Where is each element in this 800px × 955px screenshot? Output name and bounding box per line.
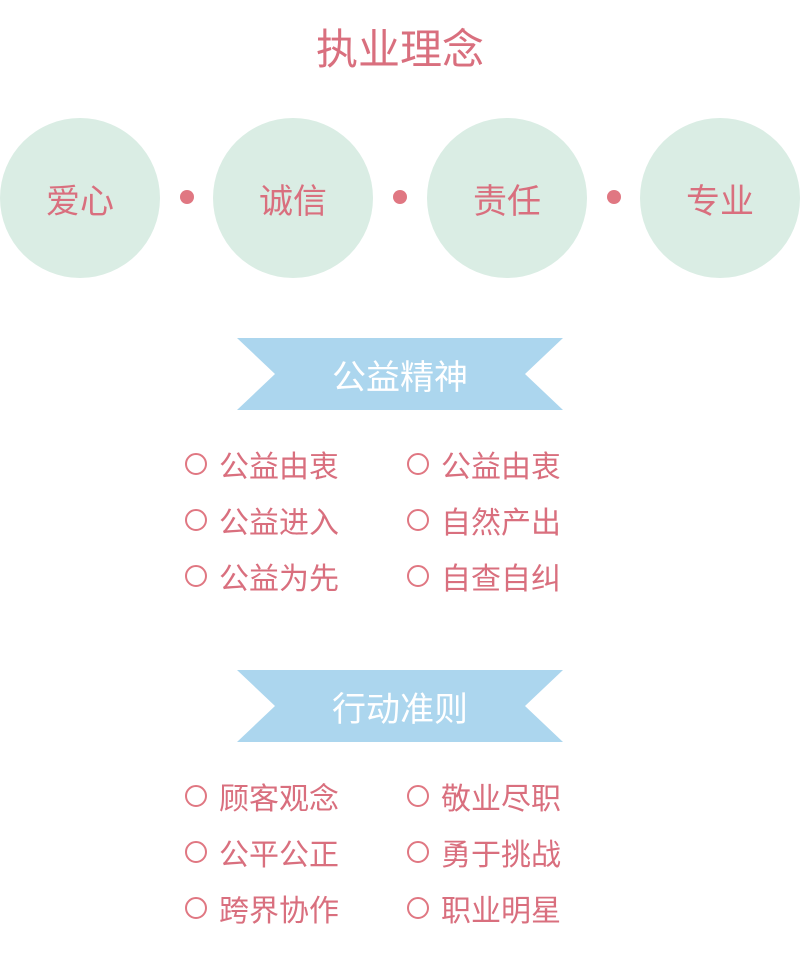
list-item: 跨界协作 xyxy=(185,890,339,929)
circle-bullet-icon xyxy=(407,841,429,863)
list-item-label: 敬业尽职 xyxy=(441,782,561,817)
list-item-label: 公益由衷 xyxy=(441,450,561,485)
list-item: 公益由衷 xyxy=(407,446,561,485)
value-circle-love: 爱心 xyxy=(0,118,160,278)
value-label: 诚信 xyxy=(259,181,327,222)
circle-bullet-icon xyxy=(407,509,429,531)
circle-bullet-icon xyxy=(185,453,207,475)
value-label: 责任 xyxy=(473,181,541,222)
circle-bullet-icon xyxy=(185,565,207,587)
circle-bullet-icon xyxy=(185,897,207,919)
list-item: 自然产出 xyxy=(407,502,561,541)
section-ribbon-public-welfare: 公益精神 xyxy=(237,338,563,410)
list-item-label: 公益由衷 xyxy=(219,450,339,485)
list-item: 顾客观念 xyxy=(185,778,339,817)
ribbon-shape xyxy=(237,670,563,742)
list-item-label: 公平公正 xyxy=(219,838,339,873)
section-heading: 行动准则 xyxy=(332,689,468,730)
list-item: 勇于挑战 xyxy=(407,834,561,873)
list-item-label: 勇于挑战 xyxy=(441,838,561,873)
value-label: 专业 xyxy=(686,181,754,222)
section-ribbon-action-guidelines: 行动准则 xyxy=(237,670,563,742)
separator-dot xyxy=(607,190,621,204)
circle-bullet-icon xyxy=(185,841,207,863)
circle-bullet-icon xyxy=(185,509,207,531)
circle-bullet-icon xyxy=(407,785,429,807)
list-item-label: 顾客观念 xyxy=(219,782,339,817)
list-item-label: 职业明星 xyxy=(441,894,561,929)
list-item-label: 自然产出 xyxy=(441,506,561,541)
circle-bullet-icon xyxy=(185,785,207,807)
value-label: 爱心 xyxy=(46,181,114,222)
circle-bullet-icon xyxy=(407,453,429,475)
list-item: 公益由衷 xyxy=(185,446,339,485)
list-item: 自查自纠 xyxy=(407,558,561,597)
value-circle-integrity: 诚信 xyxy=(213,118,373,278)
circle-bullet-icon xyxy=(407,565,429,587)
value-circle-professional: 专业 xyxy=(640,118,800,278)
list-item: 职业明星 xyxy=(407,890,561,929)
list-item-label: 公益进入 xyxy=(219,506,339,541)
page-title: 执业理念 xyxy=(315,25,484,74)
list-item: 敬业尽职 xyxy=(407,778,561,817)
list-item: 公益进入 xyxy=(185,502,339,541)
ribbon-shape xyxy=(237,338,563,410)
separator-dot xyxy=(180,190,194,204)
section-heading: 公益精神 xyxy=(332,357,468,398)
list-item-label: 公益为先 xyxy=(219,562,339,597)
value-circle-responsibility: 责任 xyxy=(427,118,587,278)
separator-dot xyxy=(393,190,407,204)
list-item-label: 跨界协作 xyxy=(219,894,339,929)
circle-bullet-icon xyxy=(407,897,429,919)
list-item: 公益为先 xyxy=(185,558,339,597)
list-item-label: 自查自纠 xyxy=(441,562,561,597)
list-item: 公平公正 xyxy=(185,834,339,873)
